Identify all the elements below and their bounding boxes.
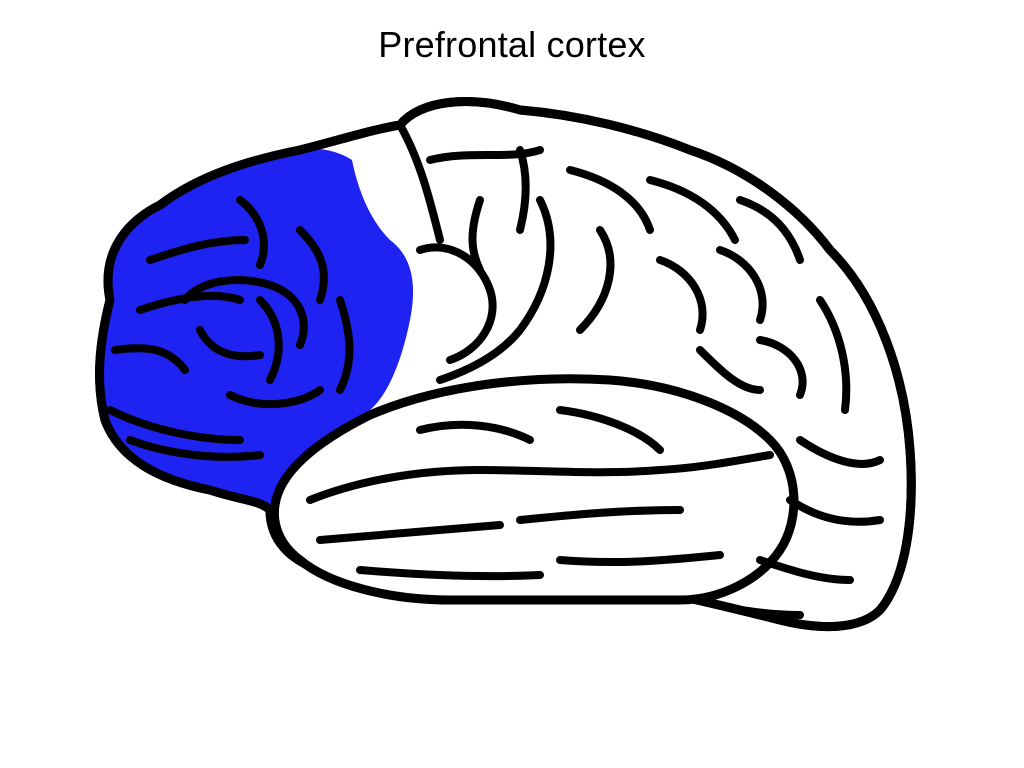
figure-title: Prefrontal cortex [378, 24, 646, 65]
temporal-lobe [269, 374, 799, 605]
cortex-folds [106, 121, 884, 619]
prefrontal-region [99, 148, 414, 510]
